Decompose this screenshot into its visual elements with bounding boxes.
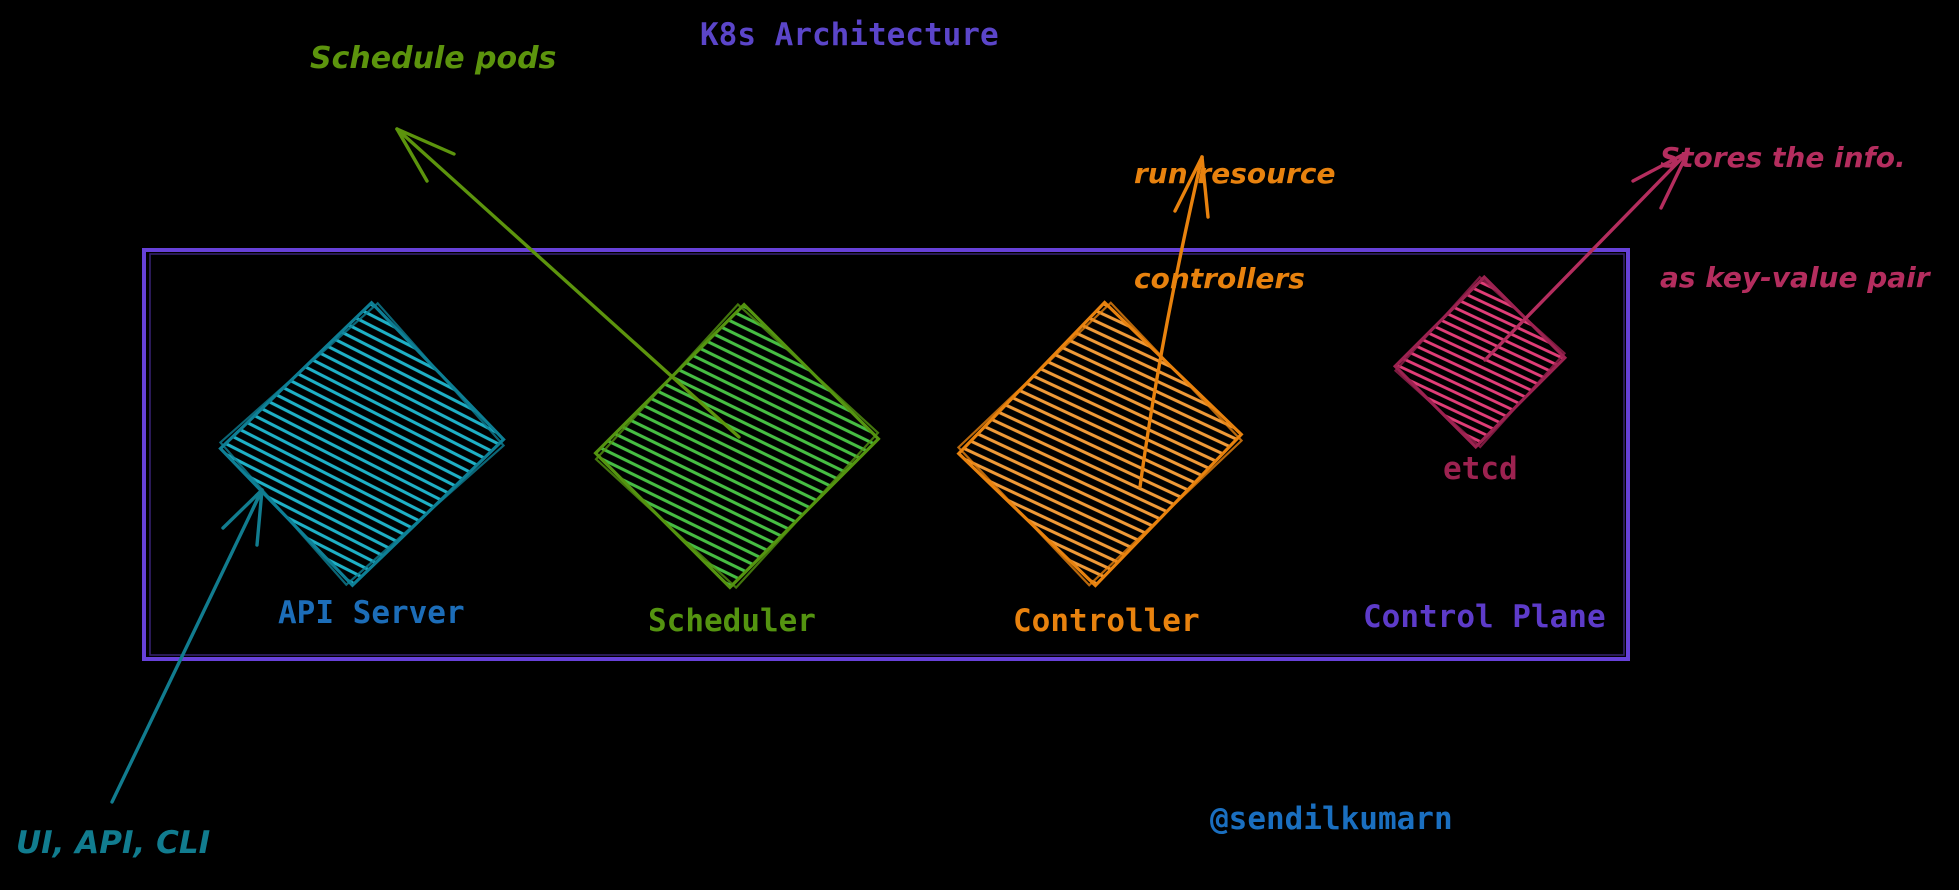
etcd-to-stores-info-arrow: [1483, 150, 1690, 362]
stores-info-line2: as key-value pair: [1660, 261, 1930, 294]
stores-info-line1: Stores the info.: [1660, 141, 1906, 174]
run-resource-line2: controllers: [1134, 262, 1305, 295]
controller-label: Controller: [1013, 603, 1200, 639]
run-resource-line1: run resource: [1134, 157, 1336, 190]
control-plane-box: [142, 248, 1630, 661]
ui-api-cli-annotation: UI, API, CLI: [16, 825, 211, 861]
scheduler-label: Scheduler: [648, 603, 816, 639]
etcd-label: etcd: [1443, 451, 1518, 487]
scheduler-diamond: [593, 302, 881, 590]
author-watermark: @sendilkumarn: [1210, 801, 1453, 837]
control-plane-label: Control Plane: [1363, 599, 1606, 635]
stores-info-annotation: Stores the info. as key-value pair: [1660, 58, 1930, 378]
scheduler-to-schedule-pods-arrow: [395, 127, 741, 439]
run-resource-annotation: run resource controllers: [1134, 86, 1335, 366]
diagram-title: K8s Architecture: [700, 17, 999, 53]
ui-to-api-server-arrow: [110, 488, 264, 804]
api-server-label: API Server: [278, 595, 465, 631]
api-server-diamond: [218, 300, 506, 588]
schedule-pods-annotation: Schedule pods: [310, 41, 557, 76]
controller-to-run-resource-arrow: [1138, 155, 1210, 489]
controller-diamond: [956, 300, 1244, 588]
